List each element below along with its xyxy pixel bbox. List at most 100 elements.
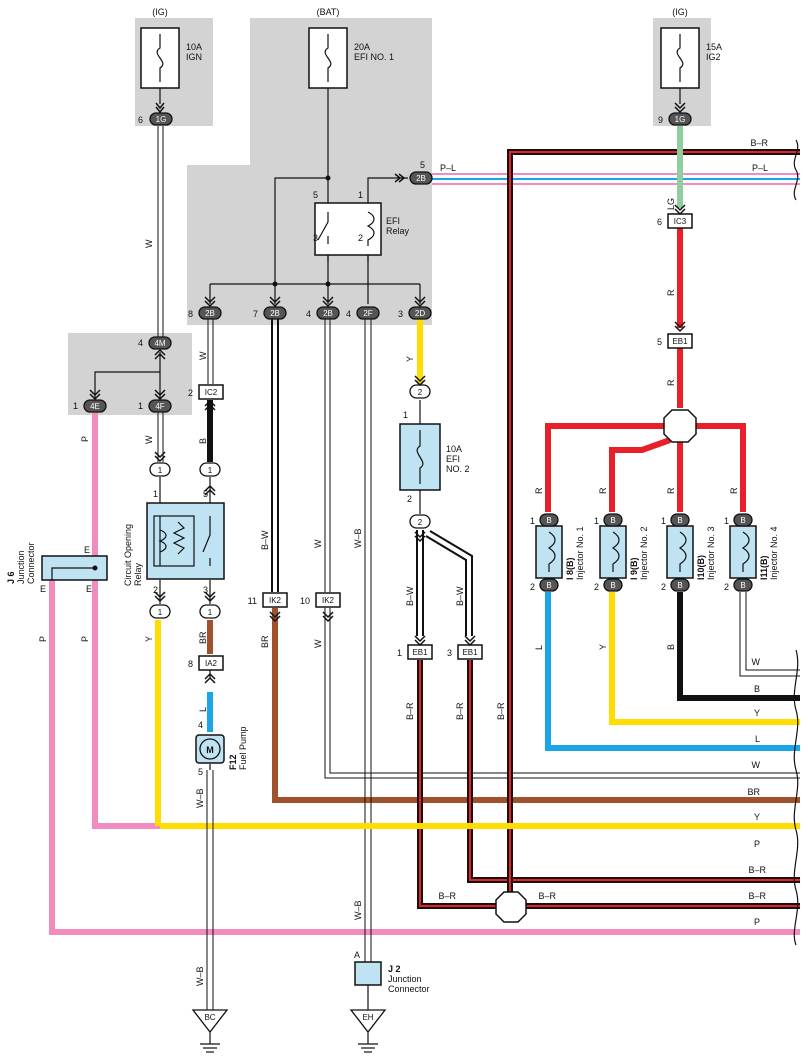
coil-icon	[366, 211, 375, 246]
pin-pills: 1 1 1 1 2 2	[149, 384, 431, 619]
svg-text:Fuel Pump: Fuel Pump	[238, 726, 248, 770]
svg-text:W: W	[752, 657, 761, 667]
connector-2b-8: 2B 8	[188, 306, 222, 320]
fuel-pump: M 4 5 F12 Fuel Pump	[195, 720, 248, 777]
svg-text:B: B	[610, 581, 615, 590]
svg-text:I 8(B): I 8(B)	[565, 557, 575, 580]
connector-eb1-a: EB1 1	[397, 644, 433, 660]
svg-text:P–L: P–L	[440, 163, 456, 173]
svg-text:2: 2	[418, 388, 423, 397]
svg-text:W–B: W–B	[195, 788, 205, 808]
svg-text:Connector: Connector	[388, 984, 430, 994]
svg-text:B: B	[610, 516, 615, 525]
svg-text:R: R	[666, 379, 676, 386]
connector-1g-right: 1G 9	[658, 112, 692, 126]
ground-eh: EH	[349, 1009, 387, 1053]
svg-text:B–R: B–R	[750, 138, 768, 148]
svg-text:B: B	[740, 516, 745, 525]
svg-text:Injector No. 1: Injector No. 1	[575, 526, 585, 580]
svg-text:5: 5	[198, 767, 203, 777]
svg-text:2: 2	[407, 494, 412, 504]
svg-text:4F: 4F	[155, 402, 164, 411]
connector-2b-top: 2B 5	[409, 160, 433, 185]
svg-text:4: 4	[306, 309, 311, 319]
connector-4m: 4M 4	[138, 336, 172, 350]
svg-text:EH: EH	[362, 1013, 373, 1022]
svg-text:P: P	[80, 636, 90, 642]
svg-text:R: R	[534, 487, 544, 494]
svg-text:LG: LG	[666, 198, 676, 210]
svg-text:NO. 2: NO. 2	[446, 464, 470, 474]
coil-icon	[678, 531, 687, 572]
svg-text:IK2: IK2	[269, 596, 282, 605]
svg-text:EFI: EFI	[446, 454, 460, 464]
svg-text:1: 1	[153, 489, 158, 499]
svg-text:1: 1	[594, 516, 599, 526]
svg-text:Relay: Relay	[133, 562, 143, 586]
svg-text:1: 1	[138, 401, 143, 411]
chevrons	[89, 102, 686, 684]
svg-text:B: B	[754, 684, 760, 694]
svg-text:I10(B): I10(B)	[696, 555, 706, 580]
svg-text:1: 1	[661, 516, 666, 526]
svg-text:3: 3	[447, 648, 452, 658]
svg-text:1: 1	[403, 410, 408, 420]
svg-text:2: 2	[358, 233, 363, 243]
svg-text:E: E	[84, 545, 90, 555]
svg-text:IK2: IK2	[322, 596, 335, 605]
svg-text:8: 8	[188, 659, 193, 669]
svg-text:A: A	[354, 950, 360, 960]
svg-text:P: P	[80, 436, 90, 442]
svg-text:1: 1	[397, 648, 402, 658]
splice-br	[495, 891, 527, 923]
svg-text:B: B	[546, 516, 551, 525]
svg-text:Junction: Junction	[388, 974, 422, 984]
svg-text:R: R	[729, 487, 739, 494]
svg-text:1: 1	[530, 516, 535, 526]
source-ig-left: (IG)	[152, 7, 168, 17]
svg-text:R: R	[666, 487, 676, 494]
svg-text:1G: 1G	[156, 115, 167, 124]
resistor-icon	[172, 521, 186, 555]
svg-text:10: 10	[300, 596, 310, 606]
fuse-efi1-name: EFI NO. 1	[354, 52, 394, 62]
coil-icon	[547, 531, 556, 572]
fuse-icon	[324, 34, 332, 82]
svg-text:Injector No. 4: Injector No. 4	[769, 526, 779, 580]
svg-text:B–R: B–R	[455, 702, 465, 720]
svg-text:IA2: IA2	[205, 659, 218, 668]
coil-icon	[741, 531, 750, 572]
svg-text:W: W	[144, 239, 154, 248]
svg-text:2: 2	[661, 582, 666, 592]
svg-text:I11(B): I11(B)	[759, 555, 769, 580]
svg-text:3: 3	[203, 585, 208, 595]
svg-text:B–R: B–R	[405, 702, 415, 720]
svg-text:6: 6	[138, 115, 143, 125]
svg-text:2D: 2D	[415, 309, 425, 318]
svg-text:B: B	[666, 644, 676, 650]
ground-bc: BC	[191, 1009, 229, 1053]
svg-text:L: L	[198, 707, 208, 712]
efi-relay: EFI Relay 5 1 3 2	[313, 190, 410, 262]
svg-text:5: 5	[420, 160, 425, 170]
svg-text:R: R	[598, 487, 608, 494]
svg-text:W–B: W–B	[353, 528, 363, 548]
svg-text:Y: Y	[405, 356, 415, 362]
svg-text:1: 1	[73, 401, 78, 411]
svg-text:Connector: Connector	[26, 542, 36, 584]
svg-text:F12: F12	[228, 754, 238, 770]
fuse-efi1-amp: 20A	[354, 42, 370, 52]
source-ig-right: (IG)	[672, 7, 688, 17]
svg-text:4E: 4E	[90, 402, 100, 411]
connector-2b-7: 2B 7	[253, 306, 287, 320]
break-marks	[793, 139, 799, 946]
svg-text:Relay: Relay	[386, 226, 410, 236]
connector-2d: 2D 3	[398, 306, 432, 320]
svg-text:5: 5	[313, 190, 318, 200]
svg-text:Y: Y	[598, 644, 608, 650]
svg-text:B–R: B–R	[496, 702, 506, 720]
svg-text:BR: BR	[198, 631, 208, 644]
fuse-ig2-name: IG2	[706, 52, 721, 62]
svg-text:9: 9	[658, 115, 663, 125]
svg-text:4: 4	[198, 720, 203, 730]
